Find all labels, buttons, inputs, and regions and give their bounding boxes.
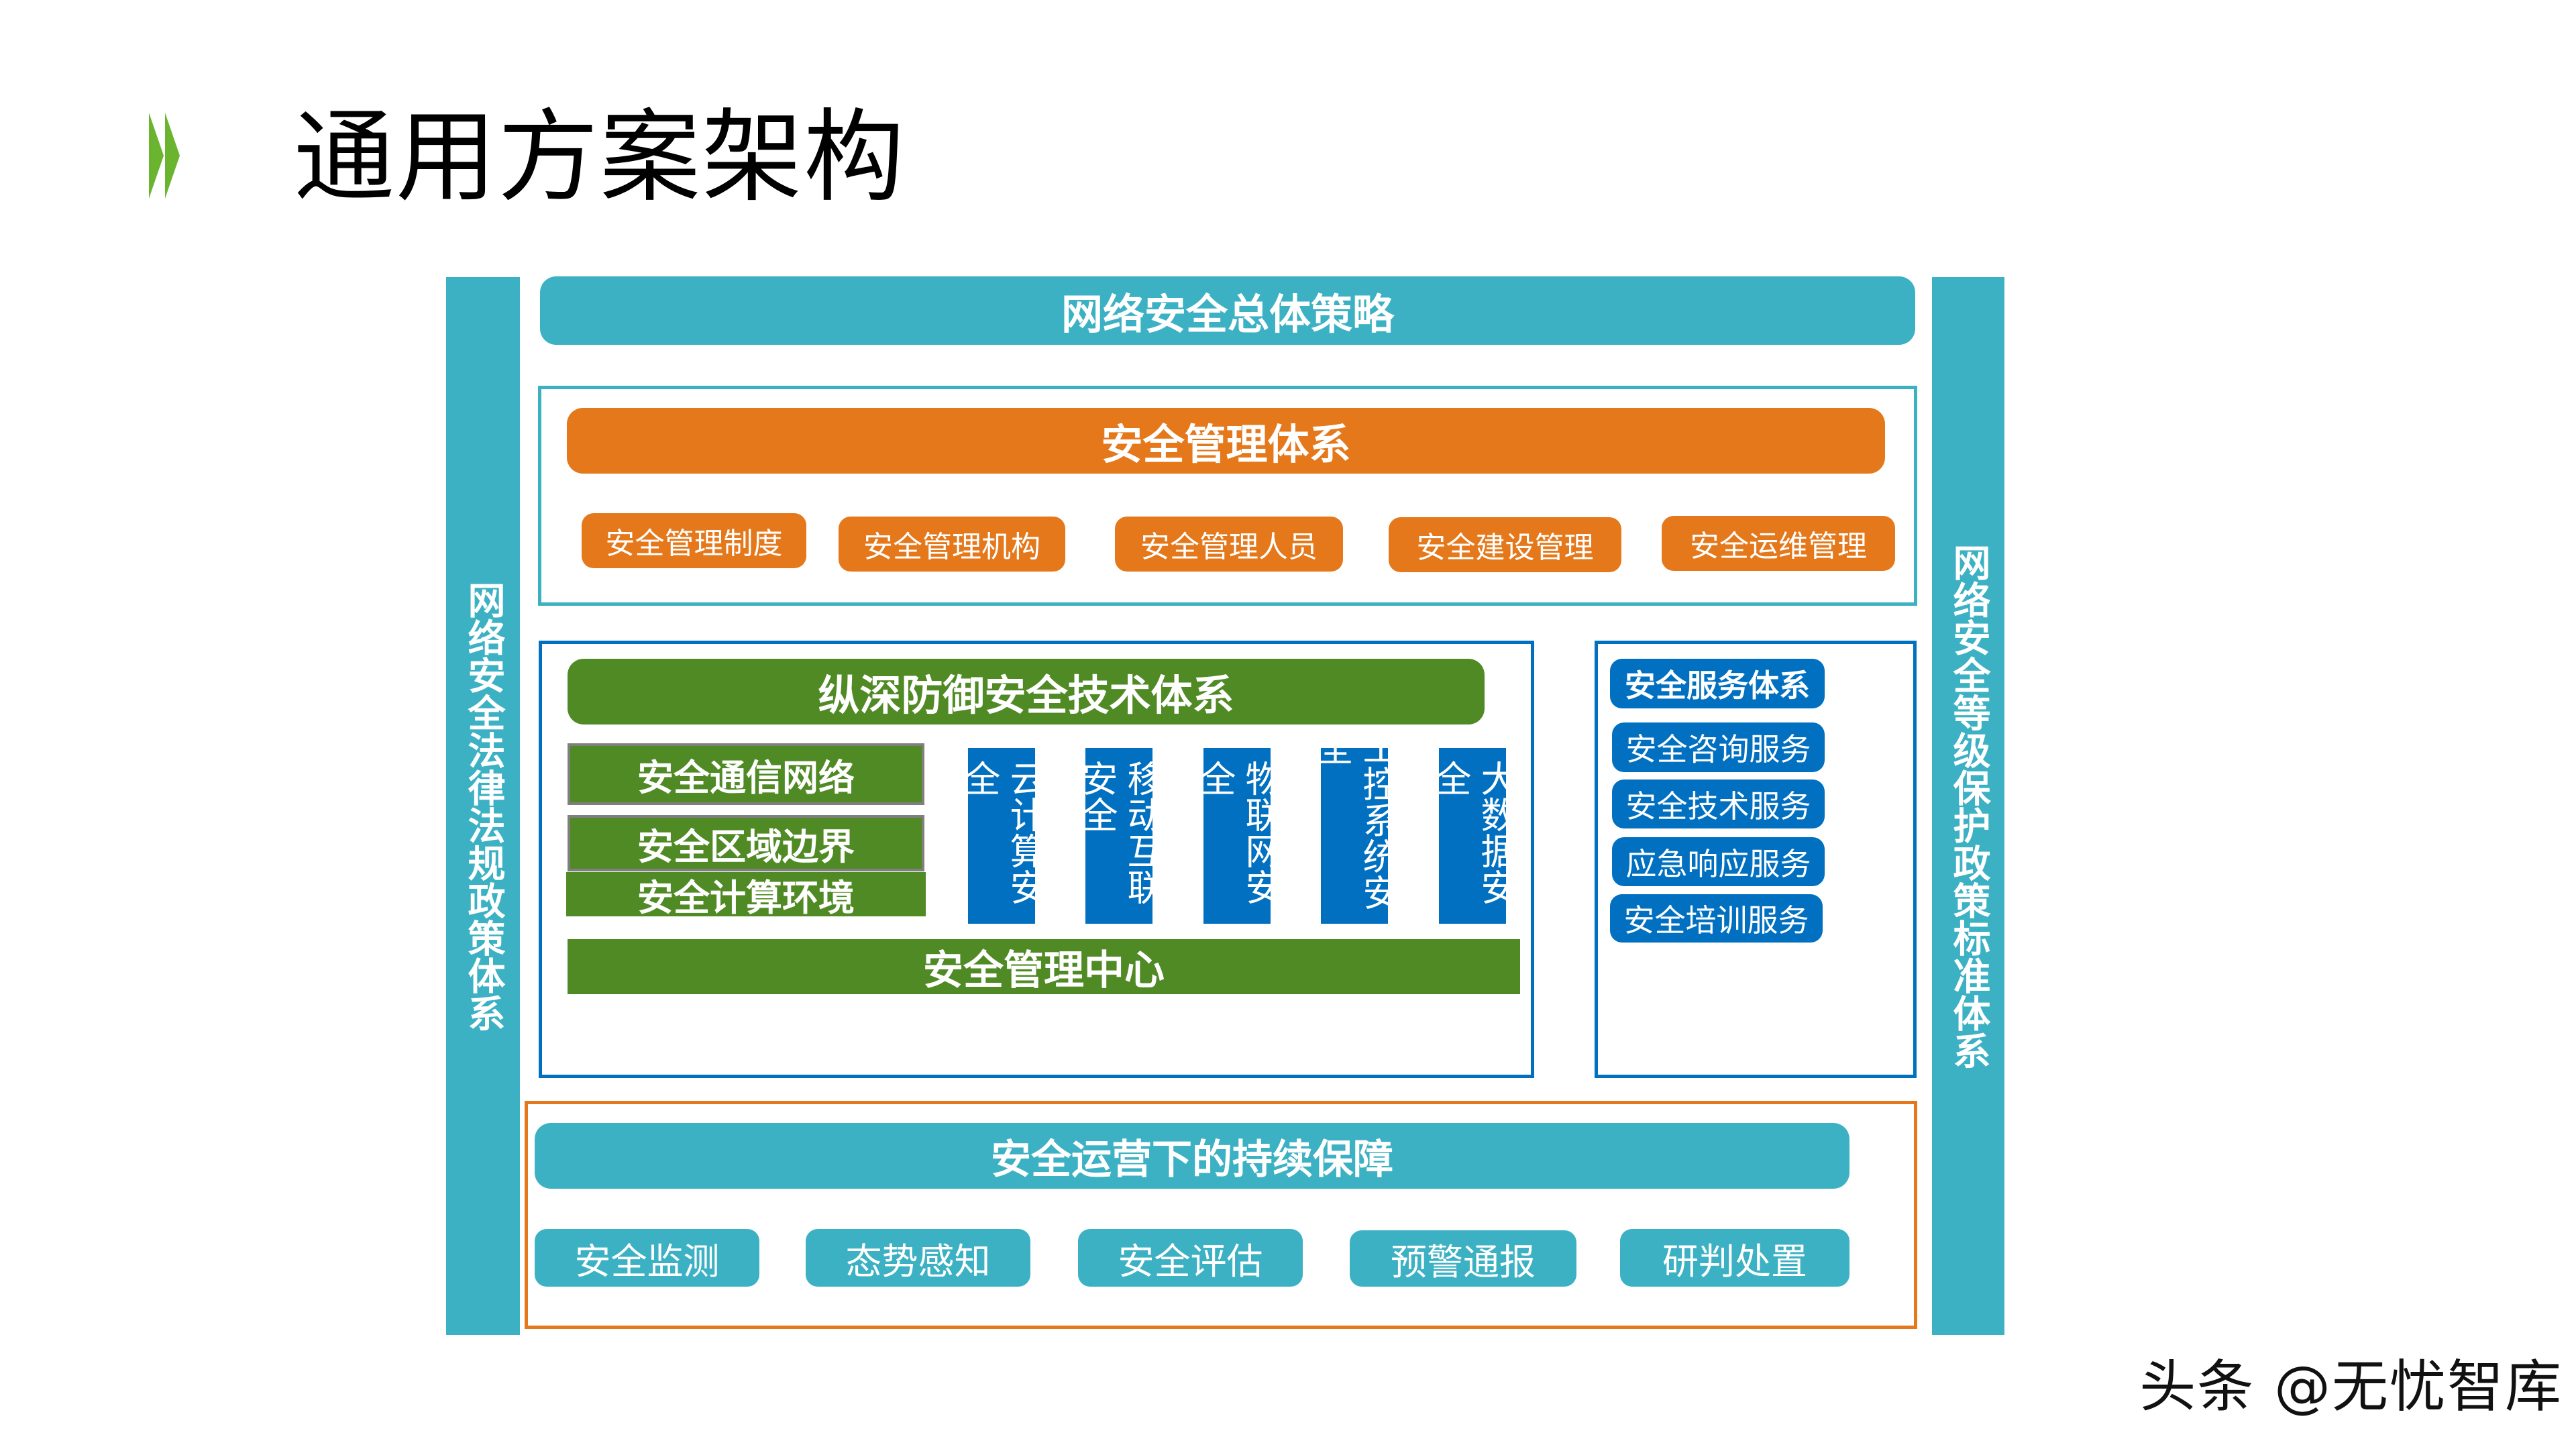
services-title: 安全服务体系 bbox=[1625, 667, 1810, 704]
page-title: 通用方案架构 bbox=[294, 99, 906, 216]
right-sidebar-grade-protection: 网络安全等级保护政策标准体系 bbox=[1932, 277, 2004, 1335]
operations-item: 安全评估 bbox=[1078, 1229, 1303, 1287]
operations-item: 安全监测 bbox=[535, 1229, 759, 1287]
management-item: 安全建设管理 bbox=[1389, 517, 1621, 572]
extension-bigdata: 大数据安全 bbox=[1429, 748, 1517, 924]
services-title-bar: 安全服务体系 bbox=[1610, 659, 1825, 708]
tech-layer-boundary: 安全区域边界 bbox=[568, 815, 924, 871]
strategy-label: 网络安全总体策略 bbox=[1061, 290, 1394, 339]
operations-title-bar: 安全运营下的持续保障 bbox=[535, 1123, 1849, 1189]
operations-title: 安全运营下的持续保障 bbox=[991, 1136, 1393, 1183]
tech-layer-computing: 安全计算环境 bbox=[566, 872, 926, 919]
service-item: 安全技术服务 bbox=[1612, 780, 1825, 828]
technology-title-bar: 纵深防御安全技术体系 bbox=[568, 659, 1485, 724]
operations-item: 预警通报 bbox=[1350, 1230, 1576, 1287]
management-item: 安全管理机构 bbox=[839, 517, 1065, 572]
operations-item: 研判处置 bbox=[1620, 1229, 1849, 1287]
right-sidebar-label: 网络安全等级保护政策标准体系 bbox=[1947, 543, 1990, 1069]
management-item: 安全管理制度 bbox=[582, 513, 806, 568]
management-title-bar: 安全管理体系 bbox=[567, 408, 1885, 474]
tech-layer-communication: 安全通信网络 bbox=[568, 743, 924, 805]
security-management-center: 安全管理中心 bbox=[568, 939, 1520, 994]
left-sidebar-law-policy: 网络安全法律法规政策体系 bbox=[446, 277, 520, 1335]
technology-title: 纵深防御安全技术体系 bbox=[818, 671, 1234, 720]
service-item: 应急响应服务 bbox=[1612, 837, 1825, 886]
watermark: 头条 @无忧智库 bbox=[2139, 1354, 2563, 1419]
left-sidebar-label: 网络安全法律法规政策体系 bbox=[462, 580, 505, 1032]
operations-section: 安全运营下的持续保障 安全监测 态势感知 安全评估 预警通报 研判处置 bbox=[525, 1101, 1917, 1329]
management-section: 安全管理体系 安全管理制度 安全管理机构 安全管理人员 安全建设管理 安全运维管… bbox=[538, 386, 1917, 606]
services-section: 安全服务体系 安全咨询服务 安全技术服务 应急响应服务 安全培训服务 bbox=[1595, 641, 1917, 1078]
extension-cloud: 云计算安全 bbox=[958, 748, 1046, 924]
extension-mobile: 移动互联安全 bbox=[1075, 748, 1163, 924]
service-item: 安全咨询服务 bbox=[1612, 722, 1825, 772]
extension-iot: 物联网安全 bbox=[1193, 748, 1281, 924]
strategy-banner: 网络安全总体策略 bbox=[540, 276, 1915, 345]
management-title: 安全管理体系 bbox=[1101, 420, 1351, 469]
management-item: 安全运维管理 bbox=[1662, 516, 1895, 571]
management-item: 安全管理人员 bbox=[1115, 517, 1343, 572]
service-item: 安全培训服务 bbox=[1610, 894, 1823, 943]
extension-ics: 工控系统安全 bbox=[1321, 748, 1388, 924]
double-chevron-right-icon bbox=[149, 113, 236, 200]
operations-item: 态势感知 bbox=[806, 1229, 1030, 1287]
technology-section: 纵深防御安全技术体系 安全通信网络 安全区域边界 安全计算环境 云计算安全 移动… bbox=[539, 641, 1534, 1078]
